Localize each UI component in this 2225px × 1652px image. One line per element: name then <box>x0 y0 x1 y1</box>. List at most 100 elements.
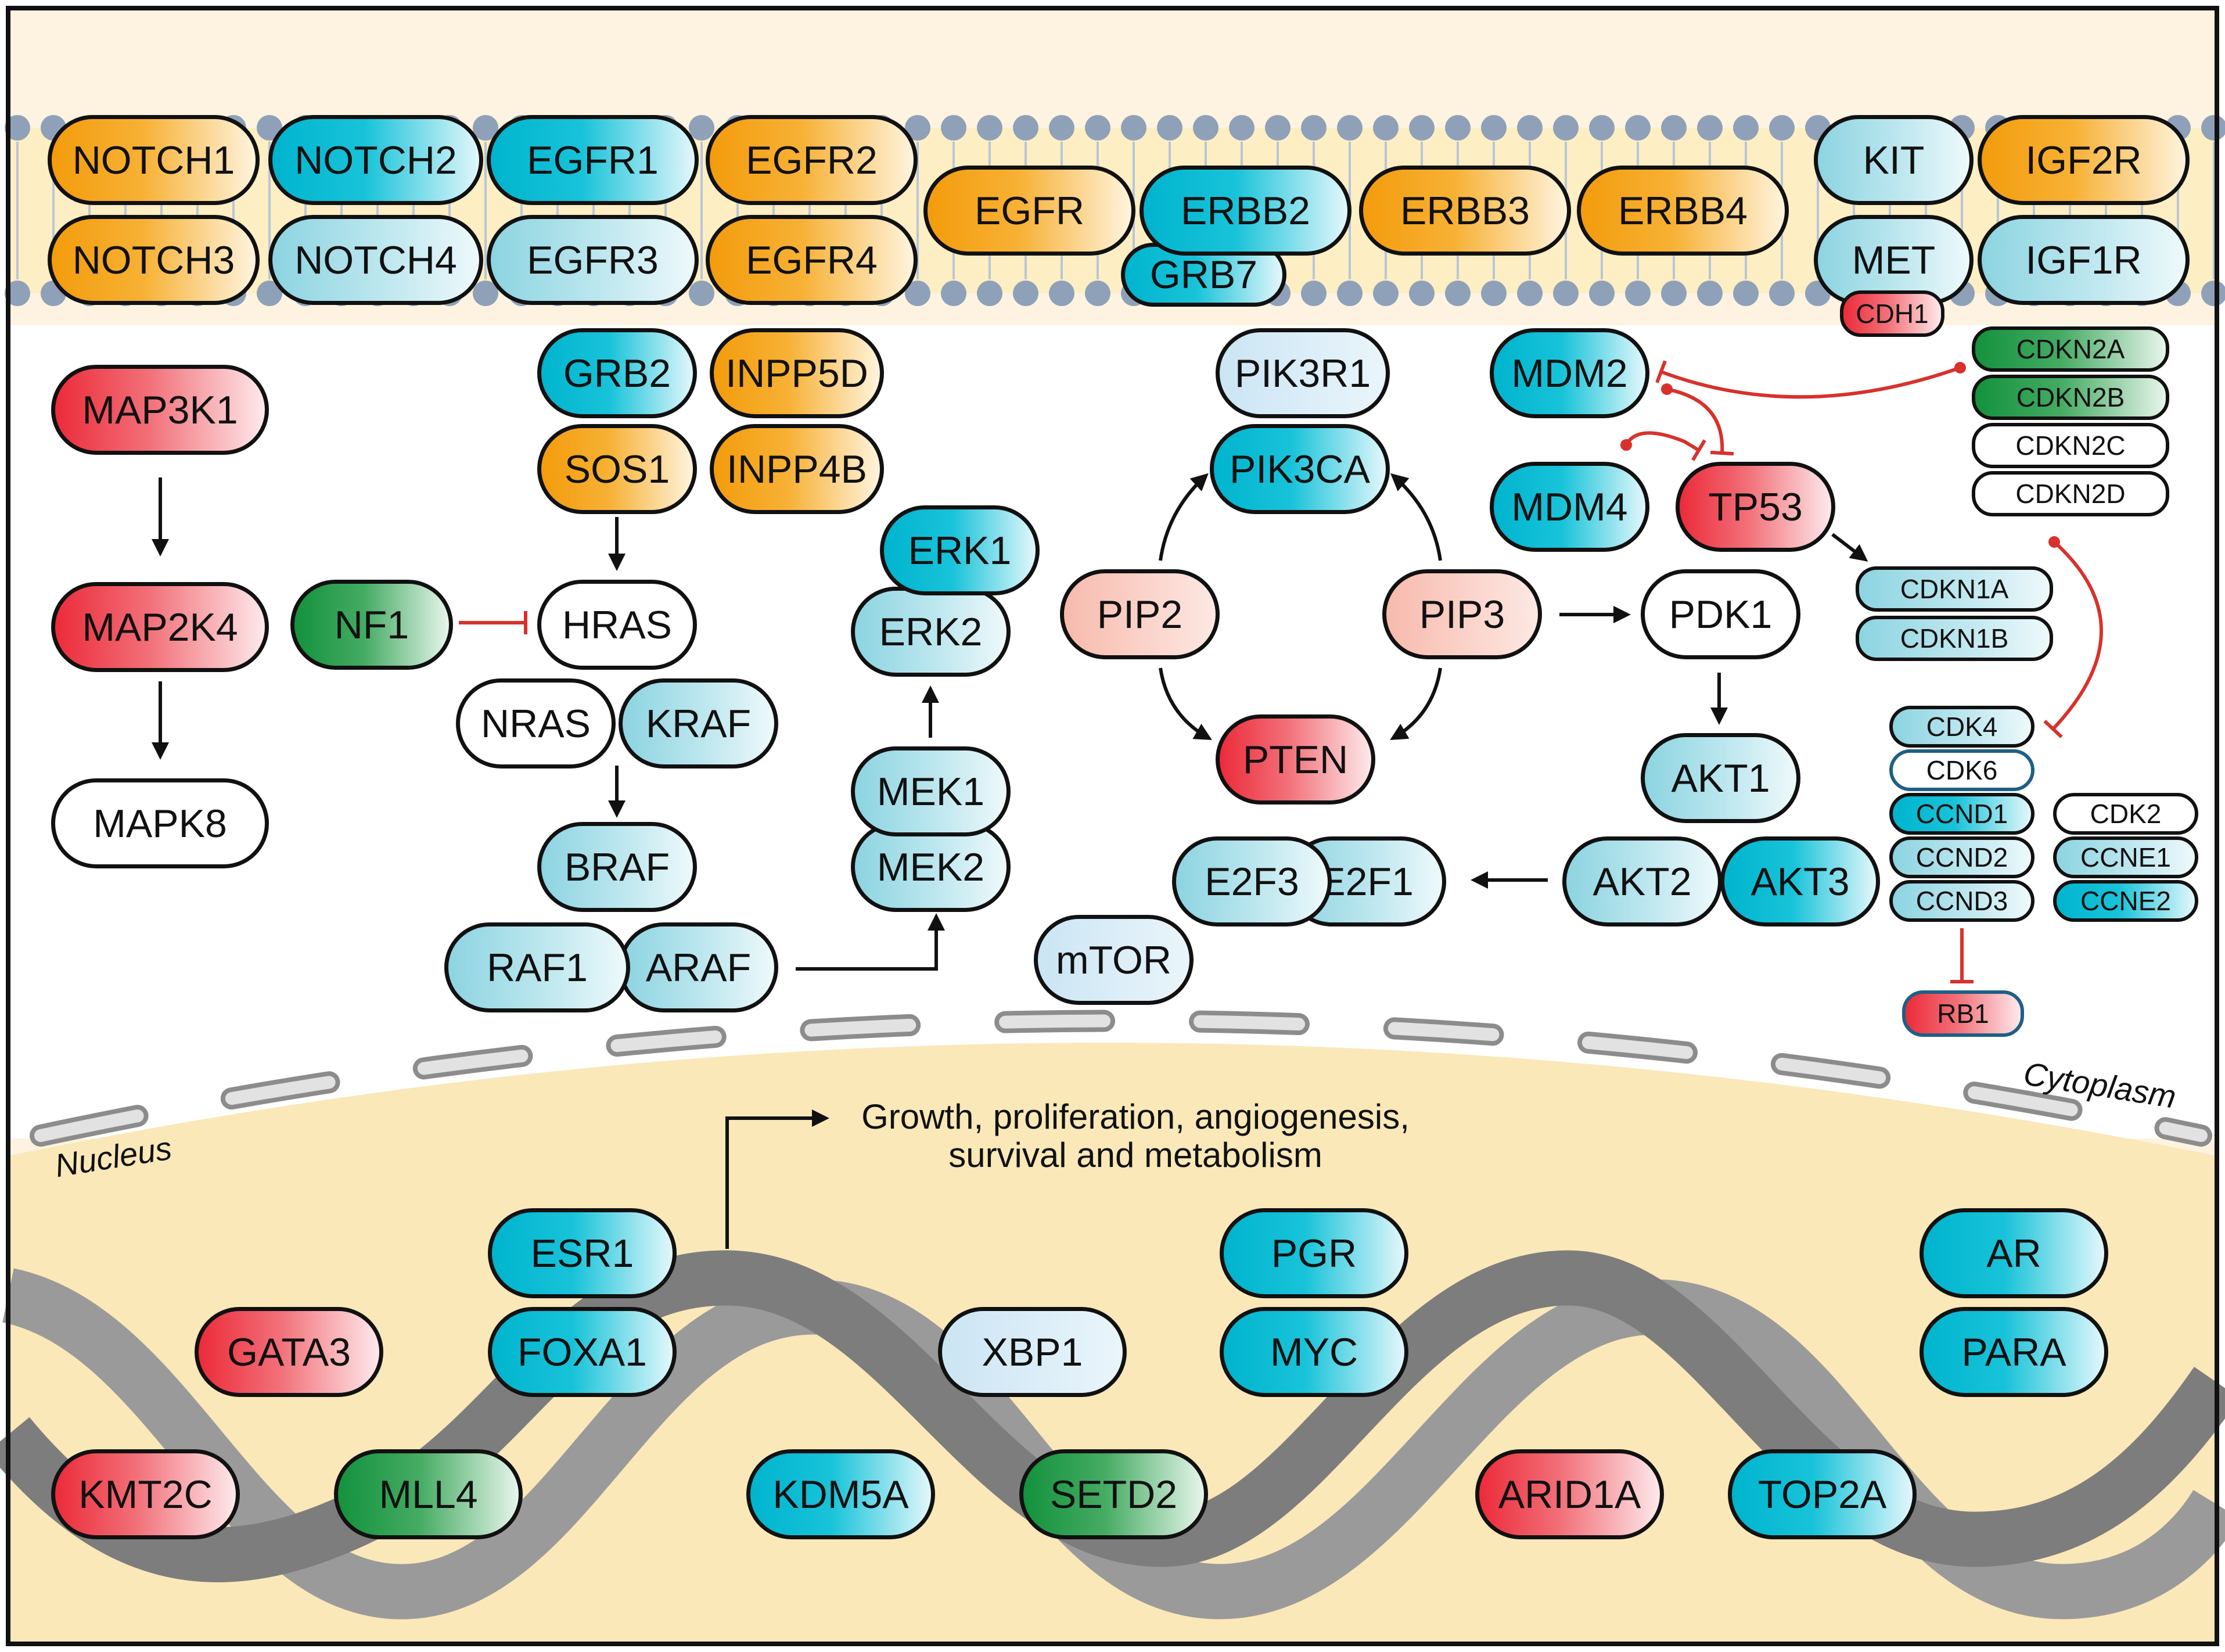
gene-label: INPP4B <box>727 447 867 491</box>
gene-label: INPP5D <box>725 351 868 396</box>
gene-label: PIP3 <box>1419 592 1505 637</box>
lipid-head <box>1121 115 1146 141</box>
lipid-head <box>1409 281 1435 306</box>
lipid-head <box>1661 115 1687 141</box>
gene-e2f3: E2F3 <box>1172 836 1332 926</box>
gene-para: PARA <box>1920 1307 2108 1397</box>
lipid-head <box>1517 281 1543 306</box>
gene-label: MAP3K1 <box>82 387 238 432</box>
lipid-head <box>941 281 966 306</box>
gene-label: PARA <box>1961 1330 2066 1374</box>
outcome-line-2: survival and metabolism <box>948 1136 1322 1175</box>
gene-label: EGFR <box>975 188 1084 233</box>
gene-label: PTEN <box>1242 737 1349 782</box>
gene-label: CDKN2A <box>2016 334 2125 364</box>
gene-erk2: ERK2 <box>851 587 1011 677</box>
gene-label: ERBB3 <box>1400 188 1530 233</box>
lipid-head <box>977 281 1002 306</box>
gene-braf: BRAF <box>537 822 697 912</box>
gene-mtor: mTOR <box>1034 915 1194 1005</box>
gene-label: NOTCH2 <box>294 138 457 182</box>
lipid-head <box>1625 115 1651 141</box>
lipid-head <box>1589 115 1615 141</box>
gene-label: CDK6 <box>1926 755 1998 785</box>
lipid-head <box>1733 281 1759 306</box>
gene-grb2: GRB2 <box>537 328 697 418</box>
gene-label: ERBB2 <box>1181 188 1310 233</box>
gene-araf: ARAF <box>619 922 778 1012</box>
lipid-head <box>1553 281 1579 306</box>
gene-label: PGR <box>1271 1231 1357 1276</box>
gene-pik3ca: PIK3CA <box>1210 424 1390 514</box>
gene-label: PDK1 <box>1669 592 1773 637</box>
gene-label: NOTCH1 <box>72 138 235 182</box>
lipid-head <box>941 115 966 141</box>
lipid-head <box>1769 281 1795 306</box>
gene-kraf: KRAF <box>619 678 778 768</box>
gene-mdm2: MDM2 <box>1490 328 1649 418</box>
lipid-head <box>1085 281 1110 306</box>
gene-label: CCND1 <box>1915 799 2008 829</box>
gene-label: EGFR3 <box>527 238 659 282</box>
gene-label: AR <box>1986 1231 2041 1276</box>
gene-pip2: PIP2 <box>1060 569 1220 659</box>
gene-raf1: RAF1 <box>444 922 630 1012</box>
gene-map3k1: MAP3K1 <box>51 365 269 455</box>
gene-label: SETD2 <box>1049 1472 1178 1517</box>
lipid-head <box>5 281 30 306</box>
gene-pgr: PGR <box>1220 1208 1408 1298</box>
lipid-head <box>1661 281 1687 306</box>
gene-cdkn2a: CDKN2A <box>1972 326 2169 372</box>
gene-gata3: GATA3 <box>195 1307 383 1397</box>
lipid-head <box>1697 115 1723 141</box>
gene-kit: KIT <box>1814 115 1974 205</box>
gene-cdkn1b: CDKN1B <box>1856 616 2053 661</box>
gene-label: CCNE2 <box>2080 886 2171 916</box>
gene-ccne1: CCNE1 <box>2053 836 2198 878</box>
lipid-head <box>1445 115 1471 141</box>
gene-pik3r1: PIK3R1 <box>1216 328 1390 418</box>
gene-foxa1: FOXA1 <box>488 1307 677 1397</box>
gene-label: EGFR1 <box>527 138 659 182</box>
outcome-line-1: Growth, proliferation, angiogenesis, <box>861 1097 1410 1136</box>
lipid-head <box>1013 115 1038 141</box>
gene-label: MLL4 <box>379 1472 478 1517</box>
gene-mll4: MLL4 <box>334 1449 523 1539</box>
gene-igf1r: IGF1R <box>1978 215 2190 305</box>
gene-label: MDM4 <box>1511 484 1628 529</box>
gene-egfr1: EGFR1 <box>487 115 699 205</box>
gene-label: ERBB4 <box>1618 188 1748 233</box>
lipid-head <box>1049 115 1074 141</box>
gene-myc: MYC <box>1220 1307 1408 1397</box>
lipid-head <box>1013 281 1038 306</box>
gene-label: CDKN2B <box>2016 382 2125 412</box>
gene-esr1: ESR1 <box>488 1208 677 1298</box>
lipid-head <box>1409 115 1435 141</box>
gene-label: AKT2 <box>1593 859 1692 904</box>
lipid-head <box>1301 115 1327 141</box>
gene-label: CCNE1 <box>2080 842 2171 872</box>
gene-label: MAP2K4 <box>82 605 238 649</box>
lipid-head <box>977 115 1002 141</box>
gene-akt3: AKT3 <box>1720 836 1880 926</box>
gene-label: E2F3 <box>1205 859 1299 904</box>
gene-setd2: SETD2 <box>1019 1449 1208 1539</box>
gene-label: ARID1A <box>1498 1472 1641 1517</box>
gene-kmt2c: KMT2C <box>51 1449 240 1539</box>
gene-nf1: NF1 <box>290 580 453 670</box>
gene-cdk4: CDK4 <box>1889 706 2035 748</box>
lipid-head <box>1553 115 1579 141</box>
gene-egfr3: EGFR3 <box>487 215 699 305</box>
lipid-head <box>1697 281 1723 306</box>
gene-kdm5a: KDM5A <box>746 1449 935 1539</box>
gene-mapk8: MAPK8 <box>51 778 269 868</box>
gene-akt2: AKT2 <box>1562 836 1722 926</box>
lipid-head <box>905 115 930 141</box>
lipid-head <box>1481 281 1507 306</box>
gene-label: KMT2C <box>78 1472 213 1517</box>
gene-label: MEK2 <box>876 845 985 889</box>
gene-cdk6: CDK6 <box>1889 749 2035 791</box>
gene-label: mTOR <box>1056 938 1171 982</box>
gene-erbb3: ERBB3 <box>1359 166 1571 256</box>
gene-top2a: TOP2A <box>1728 1449 1917 1539</box>
